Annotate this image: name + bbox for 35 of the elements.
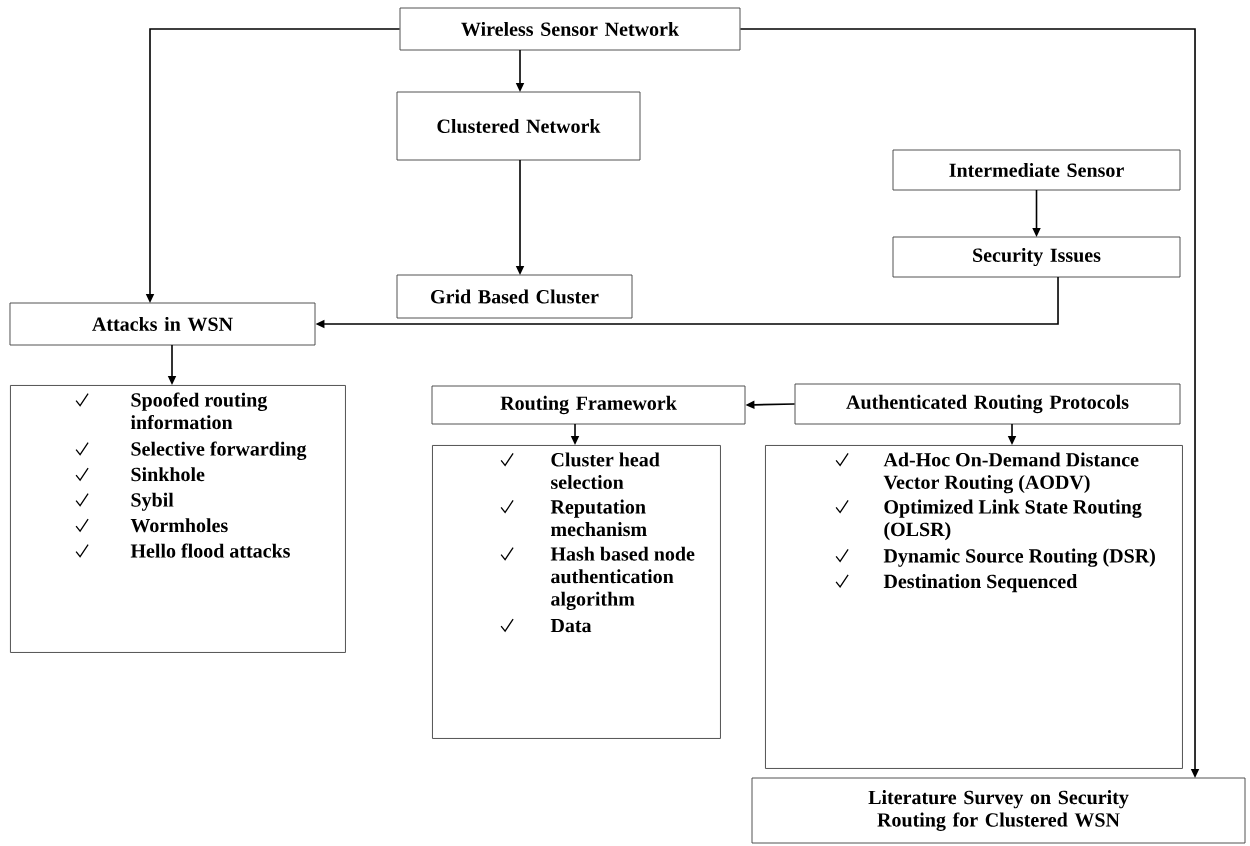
list-item: Ad-Hoc On-Demand Distance Vector Routing (AODV) (883, 452, 1139, 494)
process-box (396, 91, 641, 161)
process-box (396, 274, 633, 319)
list-item: Wormholes (130, 518, 228, 533)
list-item: Data (550, 619, 592, 633)
list-item: Hello flood attacks (130, 543, 290, 558)
box-label: Routing Framework (500, 395, 677, 415)
box-label: Intermediate Sensor (949, 162, 1124, 178)
box-label: Security Issues (973, 247, 1101, 267)
list-item: Dynamic Source Routing (DSR) (883, 548, 1155, 567)
box-label: Attacks in WSN (92, 316, 233, 332)
process-box (892, 236, 1181, 278)
list-item: Spoofed routing information (130, 392, 268, 430)
box-label: Authenticated Routing Protocols (846, 394, 1129, 414)
list-item: Sybil (131, 492, 174, 511)
list-item: Sinkhole (131, 467, 205, 482)
list-box (432, 445, 721, 739)
list-item: Optimized Link State Routing (OLSR) (884, 499, 1142, 541)
list-box (10, 385, 346, 653)
process-box (9, 302, 316, 346)
process-box (892, 149, 1181, 191)
list-item: Destination Sequenced (883, 574, 1078, 593)
list-item: Cluster head selection (551, 452, 660, 489)
box-label: Clustered Network (437, 118, 601, 134)
process-box (794, 383, 1181, 425)
process-box (431, 385, 746, 425)
box-label: Literature Survey on Security Routing for Clustered WSN (868, 790, 1129, 831)
list-box (765, 445, 1183, 769)
box-label: Grid Based Cluster (431, 289, 599, 304)
process-box (399, 7, 741, 51)
box-label: Wireless Sensor Network (461, 21, 680, 37)
process-box (751, 777, 1246, 844)
list-item: Hash based node authentication algorithm (550, 546, 695, 610)
list-item: Reputation mechanism (550, 499, 647, 537)
list-item: Selective forwarding (131, 441, 307, 460)
